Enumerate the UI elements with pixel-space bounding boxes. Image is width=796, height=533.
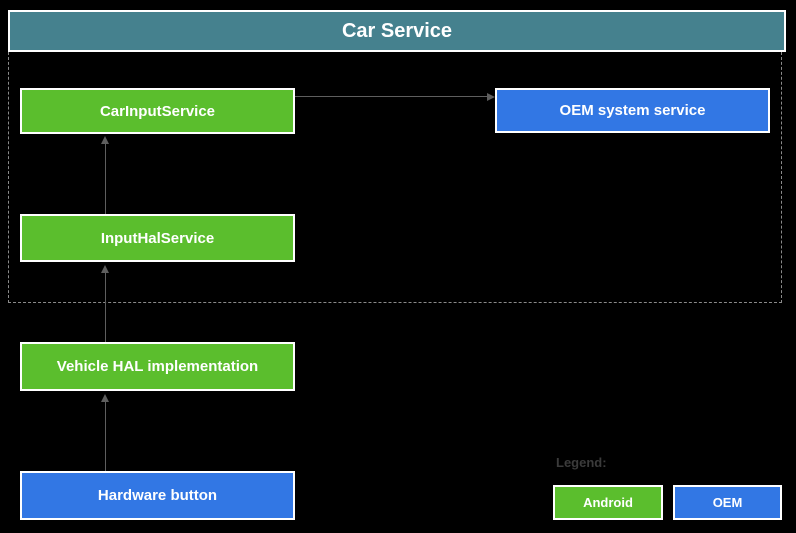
connector-hardware-to-vehiclehal [105,402,106,471]
connector-vehiclehal-to-inputhal [105,273,106,342]
node-car-input-service: CarInputService [20,88,295,134]
node-hardware-button: Hardware button [20,471,295,520]
node-oem-system-service: OEM system service [495,88,770,133]
node-label: InputHalService [100,229,215,247]
car-service-header: Car Service [8,10,786,52]
arrow-up-icon [101,394,109,402]
node-label: Hardware button [97,487,218,504]
node-vehicle-hal-implementation: Vehicle HAL implementation [20,342,295,391]
car-service-boundary [8,52,782,303]
legend-item-android: Android [553,485,663,520]
node-label: Vehicle HAL implementation [56,358,259,375]
arrow-up-icon [101,136,109,144]
legend-item-label: OEM [712,495,743,510]
legend-item-oem: OEM [673,485,782,520]
connector-inputhal-to-carinput [105,144,106,214]
node-input-hal-service: InputHalService [20,214,295,262]
arrow-up-icon [101,265,109,273]
arrow-right-icon [487,93,495,101]
node-label: OEM system service [559,102,706,119]
legend-title: Legend: [556,455,607,470]
node-label: CarInputService [99,102,216,120]
connector-carinput-to-oemsys [295,96,487,97]
diagram-title: Car Service [341,19,453,42]
legend-item-label: Android [583,495,633,510]
